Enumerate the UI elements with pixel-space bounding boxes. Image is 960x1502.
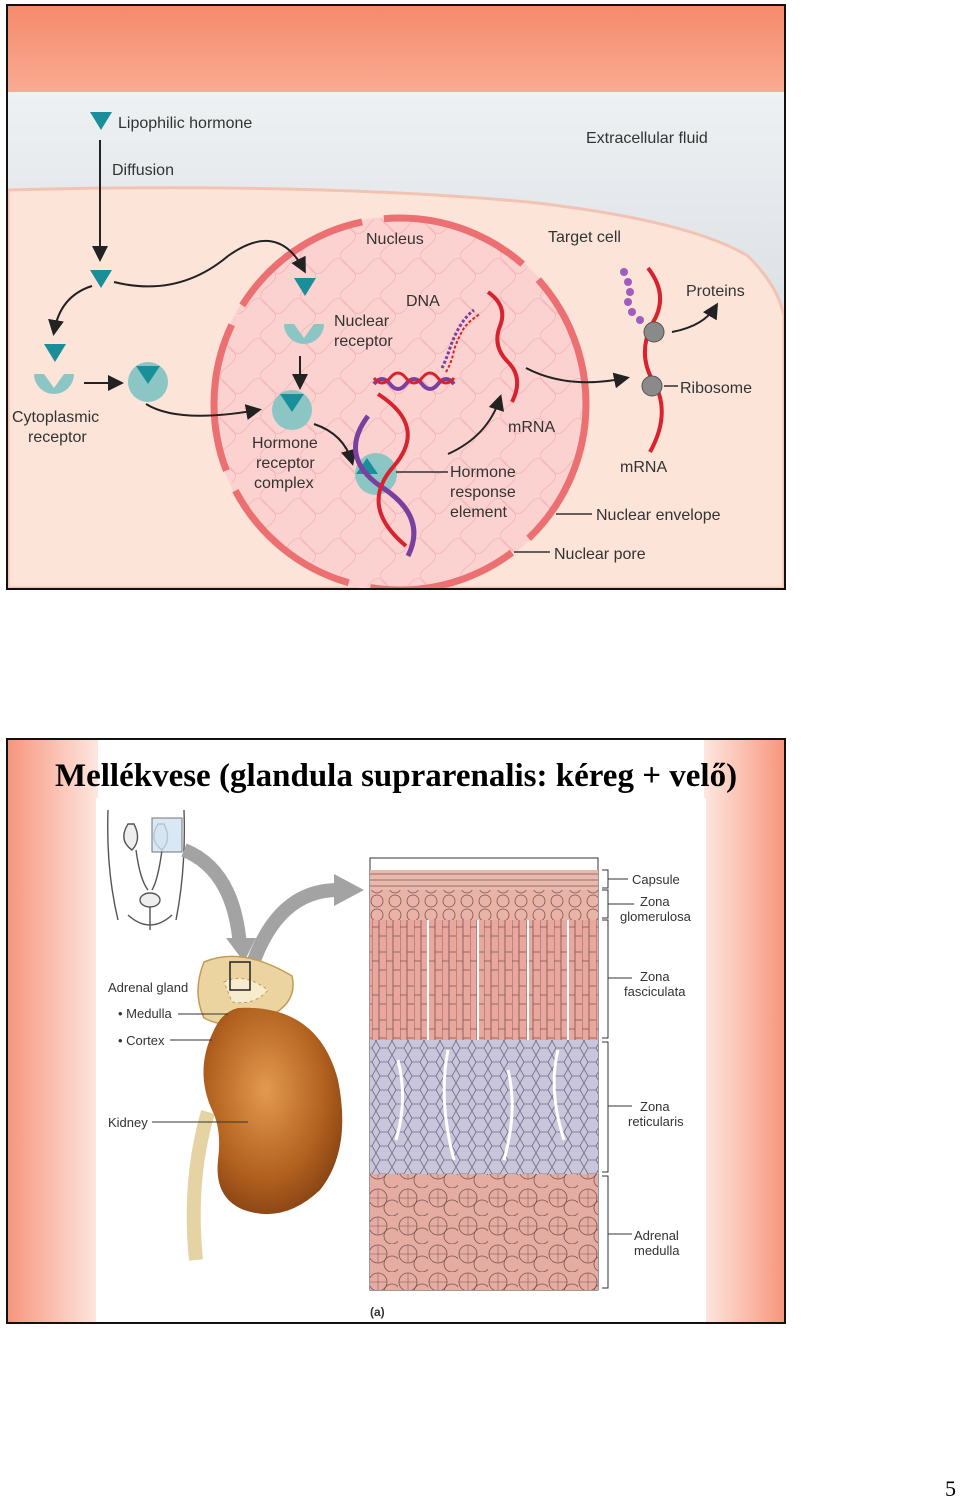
highlight-box-adrenal (229, 961, 251, 991)
label-zona-reticularis-line1: Zona (640, 1099, 670, 1114)
label-capsule: Capsule (632, 872, 680, 887)
label-hormone-response-element-line3: element (450, 504, 507, 521)
label-mrna-nucleus: mRNA (508, 419, 555, 436)
zona-reticularis-layer (370, 1040, 598, 1174)
hormone-icon (44, 344, 66, 362)
adrenal-diagram: Adrenal gland • Medulla • Cortex Kidney … (8, 740, 784, 1322)
page-number: 5 (945, 1476, 956, 1501)
label-medulla: • Medulla (118, 1006, 172, 1021)
label-dna: DNA (406, 293, 440, 310)
label-hormone-receptor-complex-line1: Hormone (252, 435, 318, 452)
hormone-response-element-complex-icon (355, 453, 397, 495)
label-adrenal-medulla-line1: Adrenal (634, 1228, 679, 1243)
label-extracellular-fluid: Extracellular fluid (586, 130, 708, 147)
tissue-section (369, 857, 599, 1291)
slide-adrenal-gland: Adrenal gland • Medulla • Cortex Kidney … (6, 738, 786, 1324)
label-hormone-receptor-complex-line3: complex (254, 475, 314, 492)
ribosome-icon (643, 321, 665, 343)
label-zona-fasciculata-line1: Zona (640, 969, 670, 984)
cytoplasmic-receptor-icon (34, 374, 74, 395)
label-proteins: Proteins (686, 283, 745, 300)
label-ribosome: Ribosome (680, 380, 752, 397)
receptor-bound-icon (128, 362, 168, 402)
hormone-icon (90, 270, 112, 288)
adrenal-medulla-layer (370, 1174, 598, 1290)
label-diffusion: Diffusion (112, 162, 174, 179)
label-cytoplasmic-receptor-line2: receptor (28, 429, 87, 446)
label-panel-a: (a) (370, 1305, 385, 1319)
label-adrenal-medulla-line2: medulla (634, 1243, 680, 1258)
label-hormone-response-element-line1: Hormone (450, 464, 516, 481)
hormone-icon-legend (90, 112, 112, 130)
mrna-cytoplasm-strand (642, 266, 664, 453)
dna-strand (353, 308, 481, 558)
ureter (186, 1110, 215, 1261)
kidney (203, 1007, 343, 1215)
zoom-arrow-2 (245, 883, 339, 969)
right-gradient-band (704, 740, 784, 1322)
ribosome-icon (641, 375, 663, 397)
label-nuclear-receptor-line1: Nuclear (334, 313, 390, 330)
label-nuclear-pore: Nuclear pore (554, 546, 646, 563)
label-cytoplasmic-receptor-line1: Cytoplasmic (12, 409, 99, 426)
label-lipophilic-hormone: Lipophilic hormone (118, 115, 252, 132)
slide-title: Mellékvese (glandula suprarenalis: kéreg… (54, 758, 738, 794)
highlight-box-body (151, 817, 183, 853)
zona-glomerulosa-layer (370, 890, 598, 920)
label-zona-reticularis-line2: reticularis (628, 1114, 684, 1129)
label-nuclear-receptor-line2: receptor (334, 333, 393, 350)
label-zona-fasciculata-line2: fasciculata (624, 984, 686, 999)
zona-fasciculata-layer (370, 920, 598, 1040)
layer-brackets (602, 869, 634, 1289)
protein-chain (620, 268, 644, 324)
slide-banner (8, 6, 784, 92)
nuclear-receptor-icon (284, 324, 324, 344)
nuclear-envelope (210, 214, 590, 588)
hormone-diagram: Lipophilic hormone Extracellular fluid D… (8, 6, 784, 588)
label-cortex: • Cortex (118, 1033, 165, 1048)
label-mrna-cytoplasm: mRNA (620, 459, 667, 476)
label-hormone-receptor-complex-line2: receptor (256, 455, 315, 472)
hormone-receptor-complex-icon (272, 390, 312, 430)
label-zona-glomerulosa-line2: glomerulosa (620, 909, 692, 924)
slide-hormone-mechanism: Lipophilic hormone Extracellular fluid D… (6, 4, 786, 590)
left-gradient-band (8, 740, 98, 1322)
hormone-icon (294, 278, 316, 296)
zoom-arrow-1 (181, 843, 247, 947)
label-nuclear-envelope: Nuclear envelope (596, 507, 721, 524)
mrna-nucleus-strand (486, 290, 520, 403)
label-adrenal-gland: Adrenal gland (108, 980, 188, 995)
label-hormone-response-element-line2: response (450, 484, 516, 501)
label-target-cell: Target cell (548, 229, 621, 246)
label-kidney: Kidney (108, 1115, 148, 1130)
label-nucleus: Nucleus (366, 231, 424, 248)
label-zona-glomerulosa-line1: Zona (640, 894, 670, 909)
